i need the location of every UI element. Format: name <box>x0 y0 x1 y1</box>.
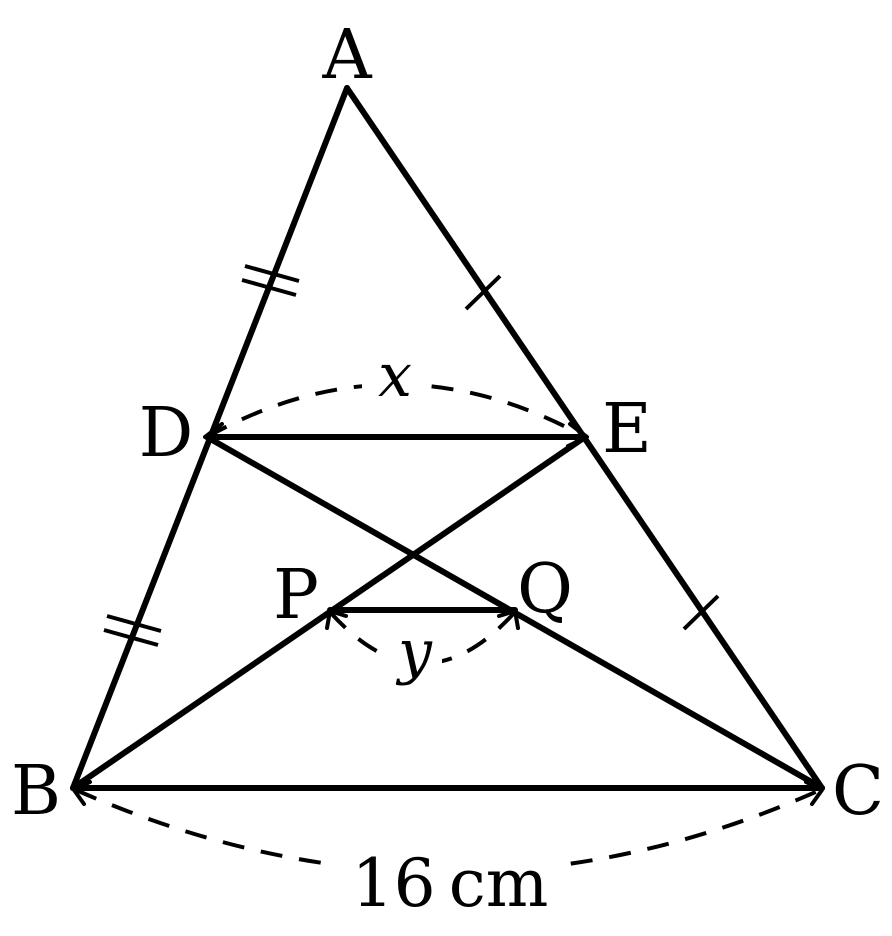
vertex-label-q: Q <box>517 550 573 629</box>
vertex-label-c: C <box>832 752 884 831</box>
tick-db-1 <box>106 614 162 633</box>
length-label-bc: 16 cm <box>352 845 549 922</box>
vertex-label-p: P <box>273 556 319 635</box>
vertex-label-d: D <box>139 394 194 473</box>
tick-ad-2 <box>241 278 297 297</box>
tick-ae <box>464 274 502 311</box>
vertex-label-a: A <box>321 16 372 95</box>
tick-ec <box>682 594 720 631</box>
x-label-bg <box>362 345 428 409</box>
length-label-x: x <box>378 341 412 411</box>
vertex-label-e: E <box>602 390 652 469</box>
bc-label-bg <box>336 842 564 918</box>
length-label-y: y <box>395 617 433 687</box>
y-label-bg <box>388 630 442 700</box>
tick-db-2 <box>103 628 159 647</box>
vertex-label-b: B <box>11 752 61 831</box>
tick-ad-1 <box>244 264 300 283</box>
